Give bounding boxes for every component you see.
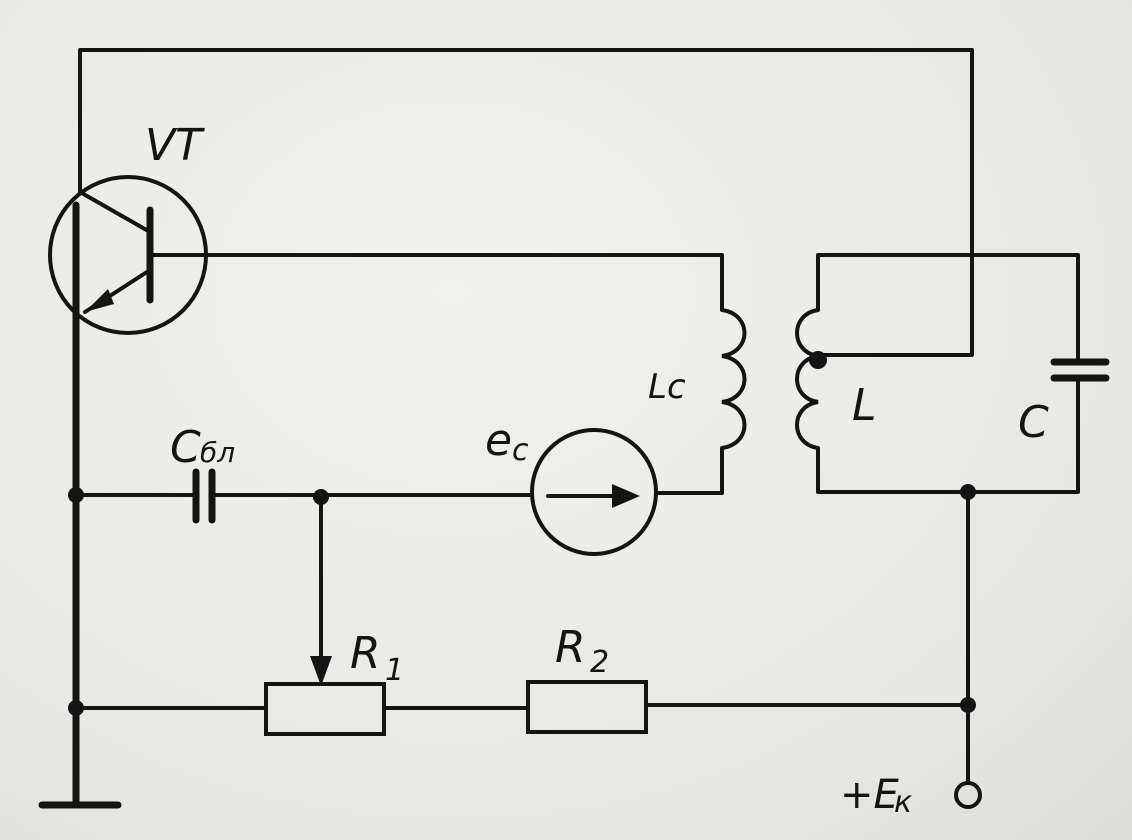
r1-wiper-arrow [310, 656, 332, 686]
cbl-label: C [170, 422, 201, 473]
r2-label: R [555, 622, 586, 673]
cbl-label-sub: бл [200, 436, 235, 469]
r1-label: R [350, 628, 381, 679]
signal-source-ec [530, 428, 658, 556]
supply-terminal [954, 781, 982, 809]
r1-label-sub: 1 [385, 653, 404, 688]
junction-dot [313, 489, 329, 505]
r2-label-sub: 2 [590, 645, 609, 680]
transistor-label: VT [145, 120, 205, 171]
collector-feedback-wire [78, 48, 974, 357]
transistor-emitter-arrow [85, 289, 114, 312]
source-label-sub: c [512, 433, 529, 468]
tank-bottom-wire [816, 378, 1080, 494]
coupling-inductor-label: Lc [648, 367, 686, 407]
transistor-collector-lead [78, 190, 152, 234]
source-arrow-head [612, 484, 640, 508]
junction-dot [960, 484, 976, 500]
junction-dot [960, 697, 976, 713]
source-body [530, 428, 658, 556]
tank-top-wire [816, 253, 1080, 362]
junction-dot [68, 487, 84, 503]
base-wire [148, 253, 724, 312]
supply-label-sub: к [894, 785, 912, 820]
inductor-tap-dot [809, 351, 827, 369]
tank-capacitor-label: C [1018, 397, 1049, 448]
source-label: e [485, 415, 512, 466]
supply-label: +E [840, 772, 900, 818]
tank-inductor-label: L [852, 380, 877, 431]
coupling-inductor-lc [721, 308, 747, 450]
junction-dot [68, 700, 84, 716]
resistor-r2 [526, 680, 648, 734]
resistor-r1 [264, 682, 386, 736]
tank-inductor-l [795, 308, 819, 450]
